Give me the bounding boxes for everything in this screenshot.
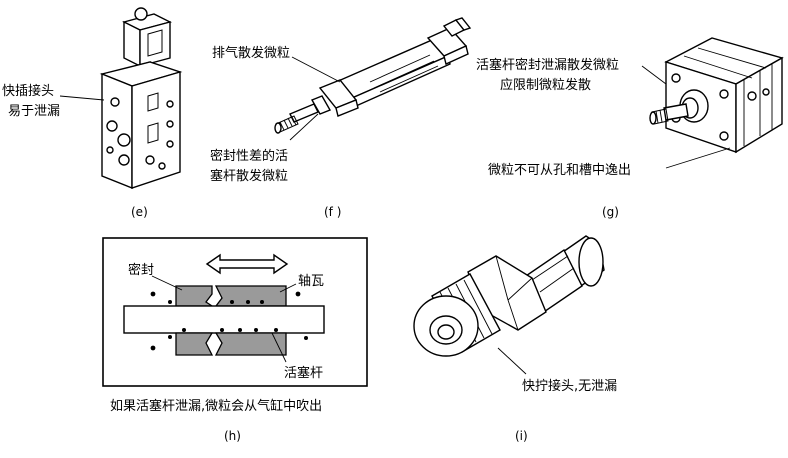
leader-e-fitting — [59, 95, 105, 101]
piston-rod — [123, 305, 325, 334]
leader-f-rod — [289, 113, 319, 141]
leader-i-fitting — [497, 347, 527, 375]
caption-f: (f ) — [324, 205, 341, 219]
lower-seal — [175, 332, 214, 356]
label-h-seal: 密封 — [128, 262, 154, 278]
lower-bearing — [214, 332, 287, 356]
upper-bearing — [214, 285, 287, 307]
label-e-fitting-2: 易于泄漏 — [8, 103, 60, 119]
leader-g-rod — [641, 65, 667, 85]
label-g-holes: 微粒不可从孔和槽中逸出 — [488, 163, 631, 178]
valve-illustration — [99, 7, 183, 190]
panel-i: 快拧接头,无泄漏 (i) — [413, 235, 617, 443]
panel-h: 密封 轴瓦 活塞杆 如果活塞杆泄漏,微粒会从气缸中吹出 (h) — [102, 237, 368, 443]
caption-e: (e) — [131, 205, 148, 219]
note-h: 如果活塞杆泄漏,微粒会从气缸中吹出 — [110, 398, 322, 414]
round-cylinder-illustration — [274, 17, 472, 134]
screw-fitting-illustration — [413, 235, 605, 357]
caption-g: (g) — [602, 205, 619, 219]
label-f-rod: 密封性差的活 — [210, 148, 288, 164]
label-g-rod: 活塞杆密封泄漏散发微粒 — [476, 57, 619, 73]
panel-e: 快插接头 易于泄漏 (e) — [2, 7, 183, 219]
seal-section-illustration — [123, 253, 325, 356]
label-g-rod-2: 应限制微粒发散 — [500, 77, 591, 93]
panel-f: 排气散发微粒 密封性差的活 塞杆散发微粒 (f ) — [210, 17, 472, 219]
motion-arrow — [205, 253, 289, 275]
label-h-rod: 活塞杆 — [284, 365, 323, 381]
upper-seal — [175, 285, 215, 307]
leader-g-holes — [665, 147, 731, 169]
compact-cylinder-illustration — [649, 37, 784, 154]
caption-i: (i) — [515, 429, 528, 443]
label-e-fitting: 快插接头 — [2, 83, 54, 99]
label-i-fitting: 快拧接头,无泄漏 — [522, 378, 617, 394]
caption-h: (h) — [224, 429, 241, 443]
leader-h-seal — [151, 275, 183, 291]
leader-f-exhaust — [291, 56, 341, 83]
label-f-rod-2: 塞杆散发微粒 — [210, 168, 288, 184]
leader-h-rod — [271, 332, 287, 363]
label-f-exhaust: 排气散发微粒 — [212, 45, 290, 61]
label-h-bearing: 轴瓦 — [298, 274, 324, 289]
panel-g: 活塞杆密封泄漏散发微粒 应限制微粒发散 微粒不可从孔和槽中逸出 (g) — [476, 37, 784, 219]
leader-h-bearing — [279, 283, 297, 293]
